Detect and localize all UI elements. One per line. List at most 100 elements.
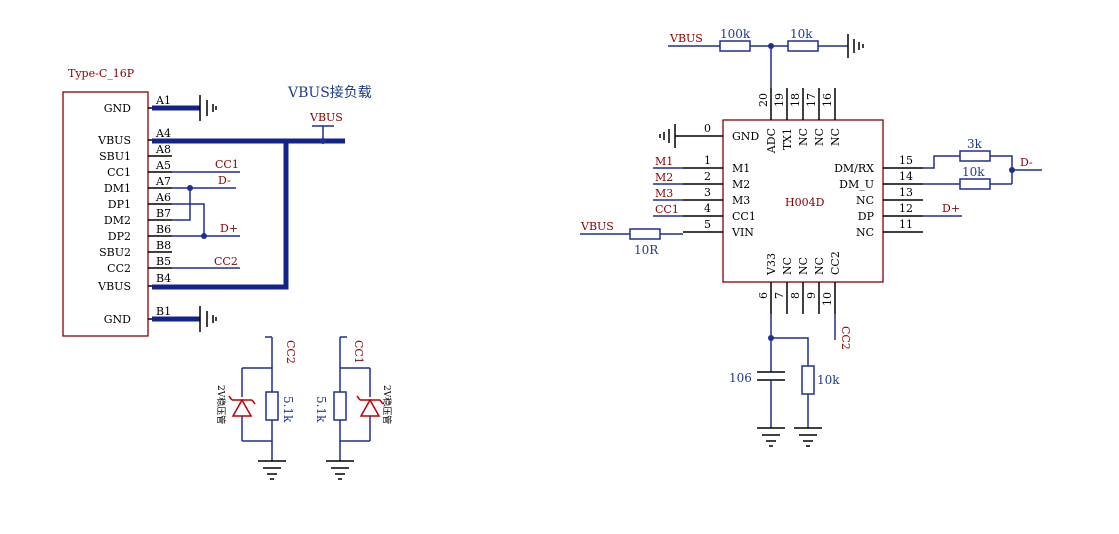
pin-number: B5 bbox=[156, 255, 171, 268]
junction-dot bbox=[1009, 167, 1015, 173]
junction-dot bbox=[768, 43, 774, 49]
pin-number: B8 bbox=[156, 239, 171, 252]
cc1-net-label: CC1 bbox=[352, 340, 365, 364]
pin-name: DM1 bbox=[104, 182, 131, 195]
pin-name: NC bbox=[813, 257, 826, 275]
pin-name: SBU1 bbox=[99, 150, 131, 163]
pin-name: DM_U bbox=[839, 178, 874, 191]
resistor-icon bbox=[801, 365, 815, 395]
pin-name: VIN bbox=[731, 226, 754, 239]
junction-dot bbox=[187, 185, 193, 191]
pin-number: 15 bbox=[899, 154, 913, 167]
pin-name: NC bbox=[781, 257, 794, 275]
dminus-net-label: D- bbox=[1020, 156, 1033, 169]
pin-number: A4 bbox=[155, 127, 171, 140]
ic-top-pin-numbers: 20 19 18 17 16 bbox=[757, 93, 834, 107]
zener-circuit-cc1: CC1 5.1k 2V稳压管 bbox=[314, 336, 393, 480]
pin-number: 18 bbox=[789, 93, 802, 107]
resistor-icon bbox=[787, 40, 819, 52]
pin-number: 3 bbox=[704, 186, 711, 199]
ic-right-pin-names: DM/RX DM_U NC DP NC bbox=[834, 162, 874, 239]
pin-number: 8 bbox=[789, 292, 802, 299]
pin-name: V33 bbox=[765, 253, 778, 276]
pin-name: NC bbox=[856, 194, 874, 207]
pin-number: 4 bbox=[704, 202, 711, 215]
m3-net-label: M3 bbox=[655, 187, 673, 200]
pin-number: 2 bbox=[704, 170, 711, 183]
ic-bottom-stubs bbox=[770, 282, 836, 314]
ground-icon bbox=[794, 427, 822, 447]
pin-number: 12 bbox=[899, 202, 913, 215]
c106-value: 106 bbox=[729, 371, 752, 385]
pin-name: VBUS bbox=[97, 134, 131, 147]
m2-net-label: M2 bbox=[655, 171, 673, 184]
resistor-icon bbox=[265, 391, 279, 421]
resistor-value: 5.1k bbox=[281, 396, 295, 423]
pin-number: 20 bbox=[757, 93, 770, 107]
vbus-net-label: VBUS bbox=[309, 111, 343, 124]
ground-icon bbox=[199, 306, 217, 332]
pin-name: GND bbox=[104, 313, 131, 326]
ic-bottom-pin-numbers: 6 7 8 9 10 bbox=[757, 292, 834, 306]
pin-name: M1 bbox=[732, 162, 750, 175]
pin-number: A6 bbox=[155, 191, 171, 204]
pin-name: DM/RX bbox=[834, 162, 874, 175]
zener-label: 2V稳压管 bbox=[381, 385, 393, 424]
ic-right-pin-numbers: 15 14 13 12 11 bbox=[899, 154, 913, 231]
pin-name: CC2 bbox=[829, 251, 842, 275]
resistor-icon bbox=[719, 40, 751, 52]
cc1-net-label: CC1 bbox=[655, 203, 679, 216]
dm-tie bbox=[172, 188, 191, 221]
ground-icon bbox=[199, 95, 217, 121]
ic-right-stubs bbox=[883, 167, 923, 233]
typec-connector: Type-C_16P GND VBUS SBU1 CC1 DM1 DP1 DM2 bbox=[62, 67, 372, 337]
pin-name: ADC bbox=[765, 128, 778, 154]
pin-name: NC bbox=[797, 257, 810, 275]
resistor-value: 5.1k bbox=[314, 396, 328, 423]
r100k-value: 100k bbox=[720, 27, 751, 41]
dp-tie bbox=[172, 203, 205, 236]
pin-name: VBUS bbox=[97, 280, 131, 293]
connector-title: Type-C_16P bbox=[68, 67, 135, 80]
r10k-right-value: 10k bbox=[962, 165, 985, 179]
resistor-icon bbox=[333, 391, 347, 421]
pin-number: B4 bbox=[156, 272, 171, 285]
pin-number: 5 bbox=[704, 218, 711, 231]
dplus-net-label: D+ bbox=[220, 222, 238, 235]
pin-number: 16 bbox=[821, 93, 834, 107]
r10k-bottom-value: 10k bbox=[817, 373, 840, 387]
ic-left-stubs bbox=[683, 135, 723, 233]
pin-name: NC bbox=[797, 128, 810, 146]
pin-number: 6 bbox=[757, 292, 770, 299]
junction-dot bbox=[320, 138, 326, 144]
pin-name: DP2 bbox=[108, 230, 131, 243]
pin-name: GND bbox=[104, 102, 131, 115]
ground-icon bbox=[659, 124, 676, 148]
r10k-top-value: 10k bbox=[790, 27, 813, 41]
junction-dot bbox=[201, 233, 207, 239]
resistor-icon bbox=[959, 178, 991, 190]
zener-label: 2V稳压管 bbox=[215, 385, 227, 424]
ic-top-stubs bbox=[770, 88, 836, 120]
ground-icon bbox=[757, 427, 785, 447]
pin-number: 1 bbox=[704, 154, 711, 167]
connector-pin-names: GND VBUS SBU1 CC1 DM1 DP1 DM2 DP2 SBU2 C… bbox=[97, 102, 131, 326]
m1-net-label: M1 bbox=[655, 155, 673, 168]
pin-name: M2 bbox=[732, 178, 750, 191]
ground-icon bbox=[258, 460, 286, 480]
pin-name: DM2 bbox=[104, 214, 131, 227]
zener-diode-icon bbox=[228, 395, 256, 417]
pin-number: B6 bbox=[156, 223, 171, 236]
dminus-net-label: D- bbox=[218, 174, 231, 187]
cc1-net-label: CC1 bbox=[215, 158, 239, 171]
h004d-ic: H004D 0 1 2 3 4 5 GND M1 M2 M3 CC1 VIN bbox=[580, 27, 1042, 447]
ground-icon bbox=[847, 34, 864, 58]
ic-left-pin-names: GND M1 M2 M3 CC1 VIN bbox=[731, 130, 759, 239]
pin-number: 0 bbox=[704, 122, 711, 135]
connector-body bbox=[62, 91, 149, 337]
vbus-net-label: VBUS bbox=[669, 32, 703, 45]
cc2-net-label: CC2 bbox=[839, 326, 852, 350]
pin-number: 17 bbox=[805, 93, 818, 107]
pin-number: A5 bbox=[155, 159, 171, 172]
